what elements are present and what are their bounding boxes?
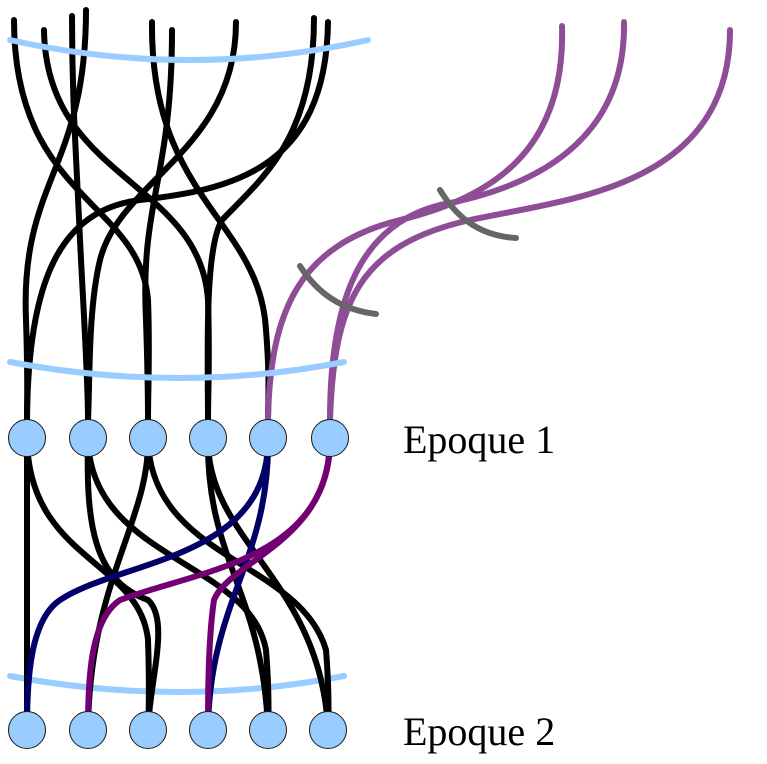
epoch2-node xyxy=(69,711,107,749)
link-4-to-6 xyxy=(204,435,331,731)
strand-from-top-7 xyxy=(85,19,239,423)
strand-from-top-2 xyxy=(41,27,212,423)
epoch1-nodes xyxy=(8,419,349,457)
strand-from-top-9 xyxy=(24,19,331,423)
navy-link-5-to-1 xyxy=(24,435,272,731)
time-arc-top xyxy=(7,37,371,63)
link-2-to-2 xyxy=(84,435,162,731)
epoch1-label: Epoque 1 xyxy=(403,417,555,462)
cut-mark-lower xyxy=(297,263,379,317)
epoch1-node xyxy=(249,419,287,457)
epoch2-nodes xyxy=(8,711,347,749)
inter-epoch-navy-strands xyxy=(24,435,272,731)
cut-mark-upper xyxy=(437,187,519,241)
epoch1-node xyxy=(311,419,349,457)
purple-strand-a xyxy=(265,23,566,423)
epoch2-node xyxy=(189,711,227,749)
time-arcs xyxy=(7,37,371,695)
strand-from-top-6 xyxy=(142,27,175,423)
epoch2-node xyxy=(249,711,287,749)
purple-link-6-to-4 xyxy=(205,435,334,731)
epoch1-node xyxy=(69,419,107,457)
cut-marks xyxy=(297,187,519,317)
epoch1-node xyxy=(8,419,46,457)
epoch2-node xyxy=(129,711,167,749)
time-arc-epoch2 xyxy=(7,673,347,695)
purple-strand-c xyxy=(327,27,733,423)
time-arc-epoch1 xyxy=(7,359,347,381)
strand-from-top-8 xyxy=(204,15,317,423)
epoch1-node xyxy=(129,419,167,457)
upper-black-strands xyxy=(11,7,331,423)
incoming-purple-strands xyxy=(265,19,733,423)
epoch2-label: Epoque 2 xyxy=(403,709,555,754)
navy-link-5-to-4 xyxy=(205,435,272,731)
purple-strand-b xyxy=(327,19,628,423)
epoch1-node xyxy=(189,419,227,457)
inter-epoch-purple-strands xyxy=(85,435,334,731)
epoch2-node xyxy=(8,711,46,749)
epoch2-node xyxy=(309,711,347,749)
